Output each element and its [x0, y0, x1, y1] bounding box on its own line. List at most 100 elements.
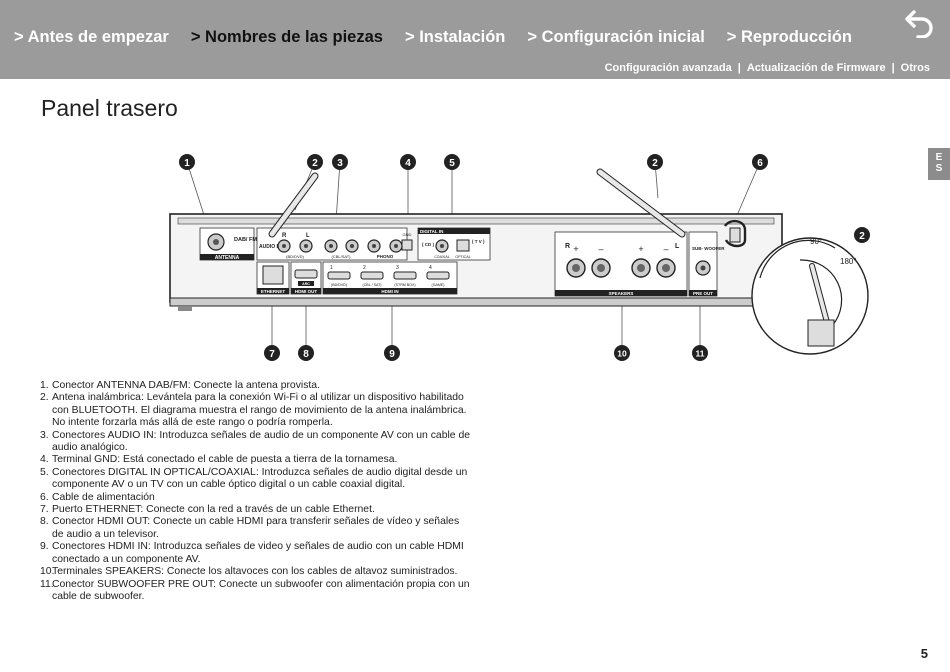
item-text: Cable de alimentación [52, 491, 155, 503]
list-item: 7.Puerto ETHERNET: Conecte con la red a … [40, 504, 470, 516]
dab-label: DAB/ FM [234, 237, 257, 243]
optical-jack[interactable] [456, 239, 470, 252]
svg-text:+: + [573, 244, 578, 254]
audio-cbl-sat-label: (CBL/SAT) [331, 254, 351, 259]
svg-text:+: + [638, 244, 643, 254]
hdmi-in-4-port[interactable] [426, 271, 450, 280]
hdmi-in-3-port[interactable] [393, 271, 417, 280]
wireless-antennas [268, 168, 686, 238]
audio-in-label: AUDIO IN [259, 244, 282, 250]
callout-2: 2 [312, 158, 318, 169]
list-item: 4.Terminal GND: Está conectado el cable … [40, 454, 470, 466]
hdmi-number: 3 [396, 265, 399, 271]
item-number: 1. [40, 380, 49, 391]
item-text: Conector ANTENNA DAB/FM: Conecte la ante… [52, 380, 320, 391]
item-number: 6. [40, 491, 49, 503]
language-tab[interactable]: E S [928, 148, 950, 180]
item-number: 5. [40, 466, 49, 478]
speakers-section: R L + – + – SPEAKERS SUB- WOOFER PRE OUT [554, 231, 725, 297]
digital-in-label: DIGITAL IN [420, 229, 443, 234]
list-item: 5.Conectores DIGITAL IN OPTICAL/COAXIAL:… [40, 467, 470, 492]
callout-7: 7 [269, 349, 275, 360]
item-text: Terminales SPEAKERS: Conecte los altavoc… [52, 566, 458, 578]
item-number: 9. [40, 541, 49, 553]
return-arrow-icon[interactable] [904, 8, 936, 38]
antenna-section: DAB/ FM ANTENNA [199, 227, 257, 261]
audio-in-section: AUDIO IN R L (BD/DVD) (CBL/SAT) PHONO [256, 227, 408, 261]
list-item: 6.Cable de alimentación [40, 492, 470, 504]
nav-antes-de-empezar[interactable]: > Antes de empezar [14, 28, 169, 46]
callout-9: 9 [389, 349, 395, 360]
list-item: 10.Terminales SPEAKERS: Conecte los alta… [40, 566, 470, 578]
hdmi-section: ETHERNET ARC HDMI OUT 1 2 3 4 (BD/DVD) (… [256, 261, 458, 295]
tv-label: ( T V ) [472, 239, 485, 244]
callout-3: 3 [337, 158, 343, 169]
audio-bd-dvd-label: (BD/DVD) [286, 254, 304, 259]
item-number: 4. [40, 454, 49, 466]
hdmi1-label: (BD/DVD) [331, 283, 347, 287]
pre-out-label: PRE OUT [693, 291, 713, 296]
hdmi3-label: (STRM BOX) [394, 283, 415, 287]
item-text: Conector SUBWOOFER PRE OUT: Conecte un s… [52, 578, 470, 602]
nav-configuracion-inicial[interactable]: > Configuración inicial [527, 28, 705, 46]
hdmi-number: 2 [363, 265, 366, 271]
svg-text:–: – [663, 244, 668, 254]
subnav-configuracion-avanzada[interactable]: Configuración avanzada [604, 62, 732, 74]
subnav-otros[interactable]: Otros [900, 62, 930, 74]
hdmi-number: 4 [429, 265, 432, 271]
optical-label: OPTICAL [455, 255, 470, 259]
speaker-l-label: L [675, 243, 680, 250]
item-text: Conectores AUDIO IN: Introduzca señales … [52, 429, 471, 454]
ethernet-label: ETHERNET [261, 289, 286, 294]
antenna-rotation-detail: 90° 180° [751, 237, 869, 355]
ethernet-port[interactable] [262, 265, 284, 285]
speaker-r-label: R [565, 243, 570, 250]
digital-in-section: GND DIGITAL IN ( CD ) ( T V ) COAXIAL OP… [401, 227, 491, 261]
list-item: 1.Conector ANTENNA DAB/FM: Conecte la an… [40, 380, 470, 392]
item-text: Conectores HDMI IN: Introduzca señales d… [52, 541, 464, 565]
item-number: 10. [40, 566, 55, 578]
gnd-label: GND [403, 232, 412, 237]
callout-markers: 1 2 3 4 5 2 6 2 7 8 9 10 11 [179, 154, 870, 361]
hdmi4-label: (GAME) [432, 283, 445, 287]
sub-nav: Configuración avanzada | Actualización de … [605, 62, 930, 74]
nav-nombres-de-las-piezas[interactable]: > Nombres de las piezas [190, 28, 383, 46]
callout-4: 4 [405, 158, 411, 169]
callout-2c: 2 [859, 231, 865, 242]
svg-text:–: – [598, 244, 603, 254]
callout-8: 8 [303, 349, 309, 360]
nav-reproduccion[interactable]: > Reproducción [726, 28, 852, 46]
subnav-separator: | [737, 62, 741, 74]
subnav-actualizacion-firmware[interactable]: Actualización de Firmware [746, 62, 886, 74]
main-nav: > Antes de empezar > Nombres de las piez… [14, 28, 874, 47]
sub-woofer-label: SUB- WOOFER [692, 246, 725, 251]
gnd-terminal[interactable] [401, 239, 413, 251]
item-text: Terminal GND: Está conectado el cable de… [52, 454, 398, 466]
cd-label: ( CD ) [422, 242, 434, 247]
callout-11: 11 [696, 349, 705, 359]
hdmi-in-2-port[interactable] [360, 271, 384, 280]
callout-2b: 2 [652, 158, 658, 169]
hdmi-number: 1 [330, 265, 333, 271]
lang-letter: S [935, 163, 943, 174]
list-item: 11.Conector SUBWOOFER PRE OUT: Conecte u… [40, 579, 470, 604]
hdmi-in-1-port[interactable] [327, 271, 351, 280]
callout-1: 1 [184, 158, 190, 169]
list-item: 2.Antena inalámbrica: Levántela para la … [40, 392, 470, 429]
item-text: Antena inalámbrica: Levántela para la co… [52, 392, 467, 429]
parts-description-list: 1.Conector ANTENNA DAB/FM: Conecte la an… [40, 380, 470, 603]
callout-10: 10 [617, 349, 627, 359]
phono-label: PHONO [377, 254, 394, 259]
item-number: 8. [40, 516, 49, 528]
hdmi2-label: (CBL / SAT) [363, 283, 382, 287]
nav-instalacion[interactable]: > Instalación [404, 28, 506, 46]
hdmi-out-port[interactable] [294, 269, 318, 279]
callout-6: 6 [757, 158, 763, 169]
list-item: 3.Conectores AUDIO IN: Introduzca señale… [40, 430, 470, 455]
r-label: R [282, 233, 287, 239]
item-number: 11. [40, 578, 54, 590]
antenna-label: ANTENNA [215, 255, 240, 261]
rotation-90-label: 90° [810, 237, 822, 246]
speakers-label: SPEAKERS [609, 291, 634, 296]
lang-letter: E [935, 152, 943, 163]
